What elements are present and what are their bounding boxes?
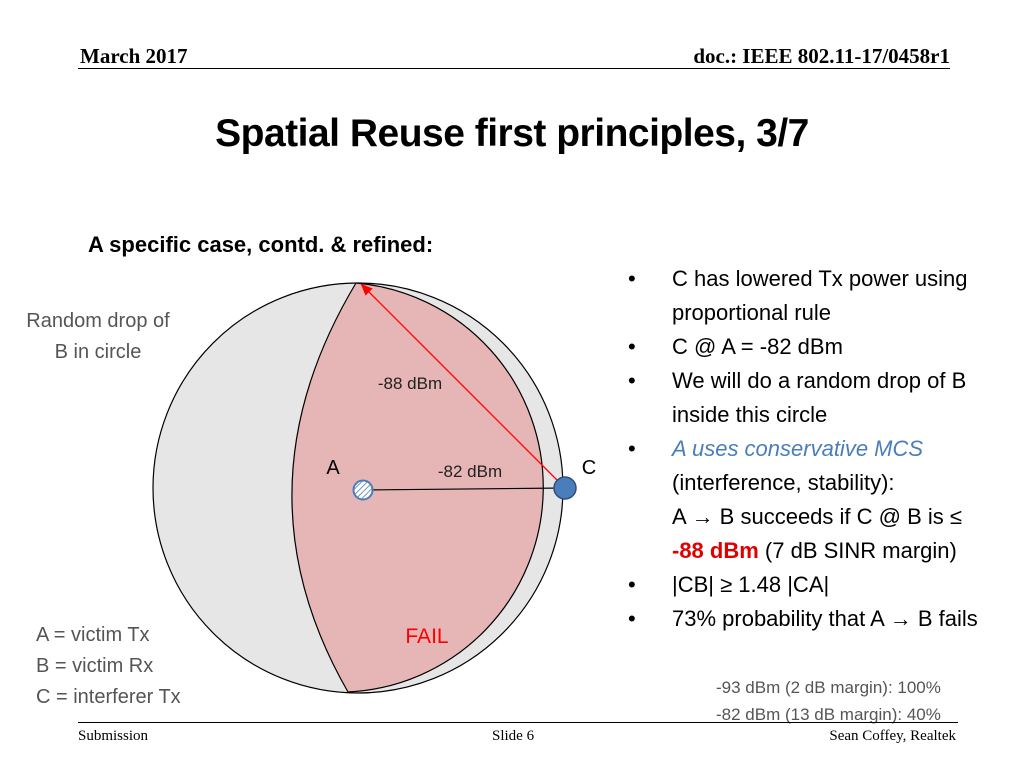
label-a: A	[326, 457, 340, 479]
legend: A = victim Tx B = victim Rx C = interfer…	[36, 620, 181, 713]
label-88-dbm: -88 dBm	[378, 374, 442, 393]
node-a	[352, 479, 374, 501]
footer-submission: Submission	[78, 728, 149, 744]
bullet-item: C @ A = -82 dBm	[628, 330, 1018, 364]
bullet-item: |CB| ≥ 1.48 |CA|	[628, 568, 1018, 602]
drop-label: Random drop of B in circle	[26, 310, 170, 363]
fail-region	[291, 282, 544, 693]
radius-arrow-88	[360, 283, 566, 489]
bullet-item: We will do a random drop of B inside thi…	[628, 364, 1018, 432]
slide-title: Spatial Reuse first principles, 3/7	[215, 112, 809, 155]
bullet-item: A uses conservative MCS (interference, s…	[628, 432, 1018, 568]
conservative-mcs-text: A uses conservative MCS	[672, 436, 924, 461]
header-date: March 2017	[80, 44, 188, 68]
threshold-value: -88 dBm	[672, 538, 759, 563]
label-82-dbm: -82 dBm	[438, 462, 502, 481]
line-a-to-c	[362, 487, 566, 491]
bullet-item: 73% probability that A → B fails	[628, 602, 1018, 636]
legend-b: B = victim Rx	[36, 655, 154, 677]
bullet-list: C has lowered Tx power using proportiona…	[628, 262, 1018, 636]
footer-rule	[78, 722, 958, 723]
legend-a: A = victim Tx	[36, 624, 150, 646]
header-doc-id: doc.: IEEE 802.11-17/0458r1	[693, 44, 950, 68]
slide-subtitle: A specific case, contd. & refined:	[88, 232, 434, 257]
margin-note: -93 dBm (2 dB margin): 100%	[716, 678, 941, 697]
footer-slide-number: Slide 6	[492, 728, 535, 744]
bullet-item: C has lowered Tx power using proportiona…	[628, 262, 1018, 330]
margin-notes: -93 dBm (2 dB margin): 100% -82 dBm (13 …	[716, 674, 941, 728]
fail-label: FAIL	[405, 625, 448, 648]
header-rule	[78, 68, 950, 69]
node-c	[553, 476, 577, 500]
legend-c: C = interferer Tx	[36, 686, 181, 708]
label-c: C	[582, 457, 596, 479]
footer-author: Sean Coffey, Realtek	[829, 728, 956, 744]
margin-note: -82 dBm (13 dB margin): 40%	[716, 705, 941, 724]
